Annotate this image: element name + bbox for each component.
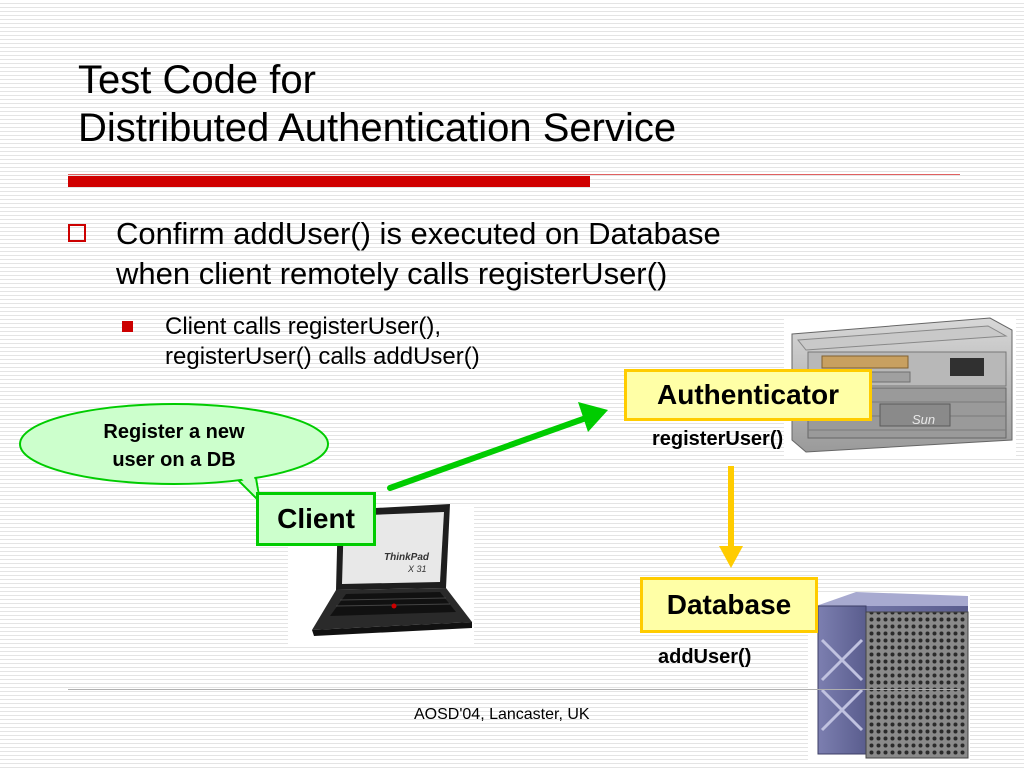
bullet-1-line-2: when client remotely calls registerUser(… (116, 256, 668, 291)
callout-bubble (19, 403, 329, 503)
database-server-icon (808, 592, 970, 760)
title-line-1: Test Code for (78, 58, 316, 102)
callout-line-2: user on a DB (112, 449, 236, 471)
bullet-2-line-1: Client calls registerUser(), (165, 313, 442, 340)
arrow-authenticator-to-database (719, 466, 743, 568)
arrow-client-to-authenticator (387, 402, 608, 491)
authenticator-method-label: registerUser() (652, 428, 784, 450)
title-line-2: Distributed Authentication Service (78, 106, 677, 150)
title-rule-thin (68, 174, 960, 175)
database-method-label: addUser() (658, 646, 752, 668)
bullet-1-text: Confirm addUser() is executed on Databas… (116, 214, 721, 294)
bullet-2-text: Client calls registerUser(), registerUse… (165, 312, 480, 372)
title-rule-thick (68, 176, 590, 187)
hollow-square-bullet-icon (68, 224, 86, 242)
filled-square-bullet-icon (122, 321, 133, 332)
footer-text: AOSD'04, Lancaster, UK (414, 706, 590, 723)
callout-text: Register a new user on a DB (40, 418, 308, 474)
laptop-model-label: X 31 (407, 564, 427, 574)
footer-rule (68, 689, 960, 690)
database-box: Database (640, 577, 818, 633)
callout-line-1: Register a new (103, 421, 245, 443)
client-box: Client (256, 492, 376, 546)
bullet-1-line-1: Confirm addUser() is executed on Databas… (116, 216, 721, 251)
laptop-icon (288, 504, 474, 646)
slide-title: Test Code for Distributed Authentication… (78, 56, 676, 152)
server-brand-label: Sun (912, 412, 935, 427)
laptop-brand-label: ThinkPad (384, 552, 430, 563)
bullet-2-line-2: registerUser() calls addUser() (165, 343, 480, 370)
authenticator-box: Authenticator (624, 369, 872, 421)
